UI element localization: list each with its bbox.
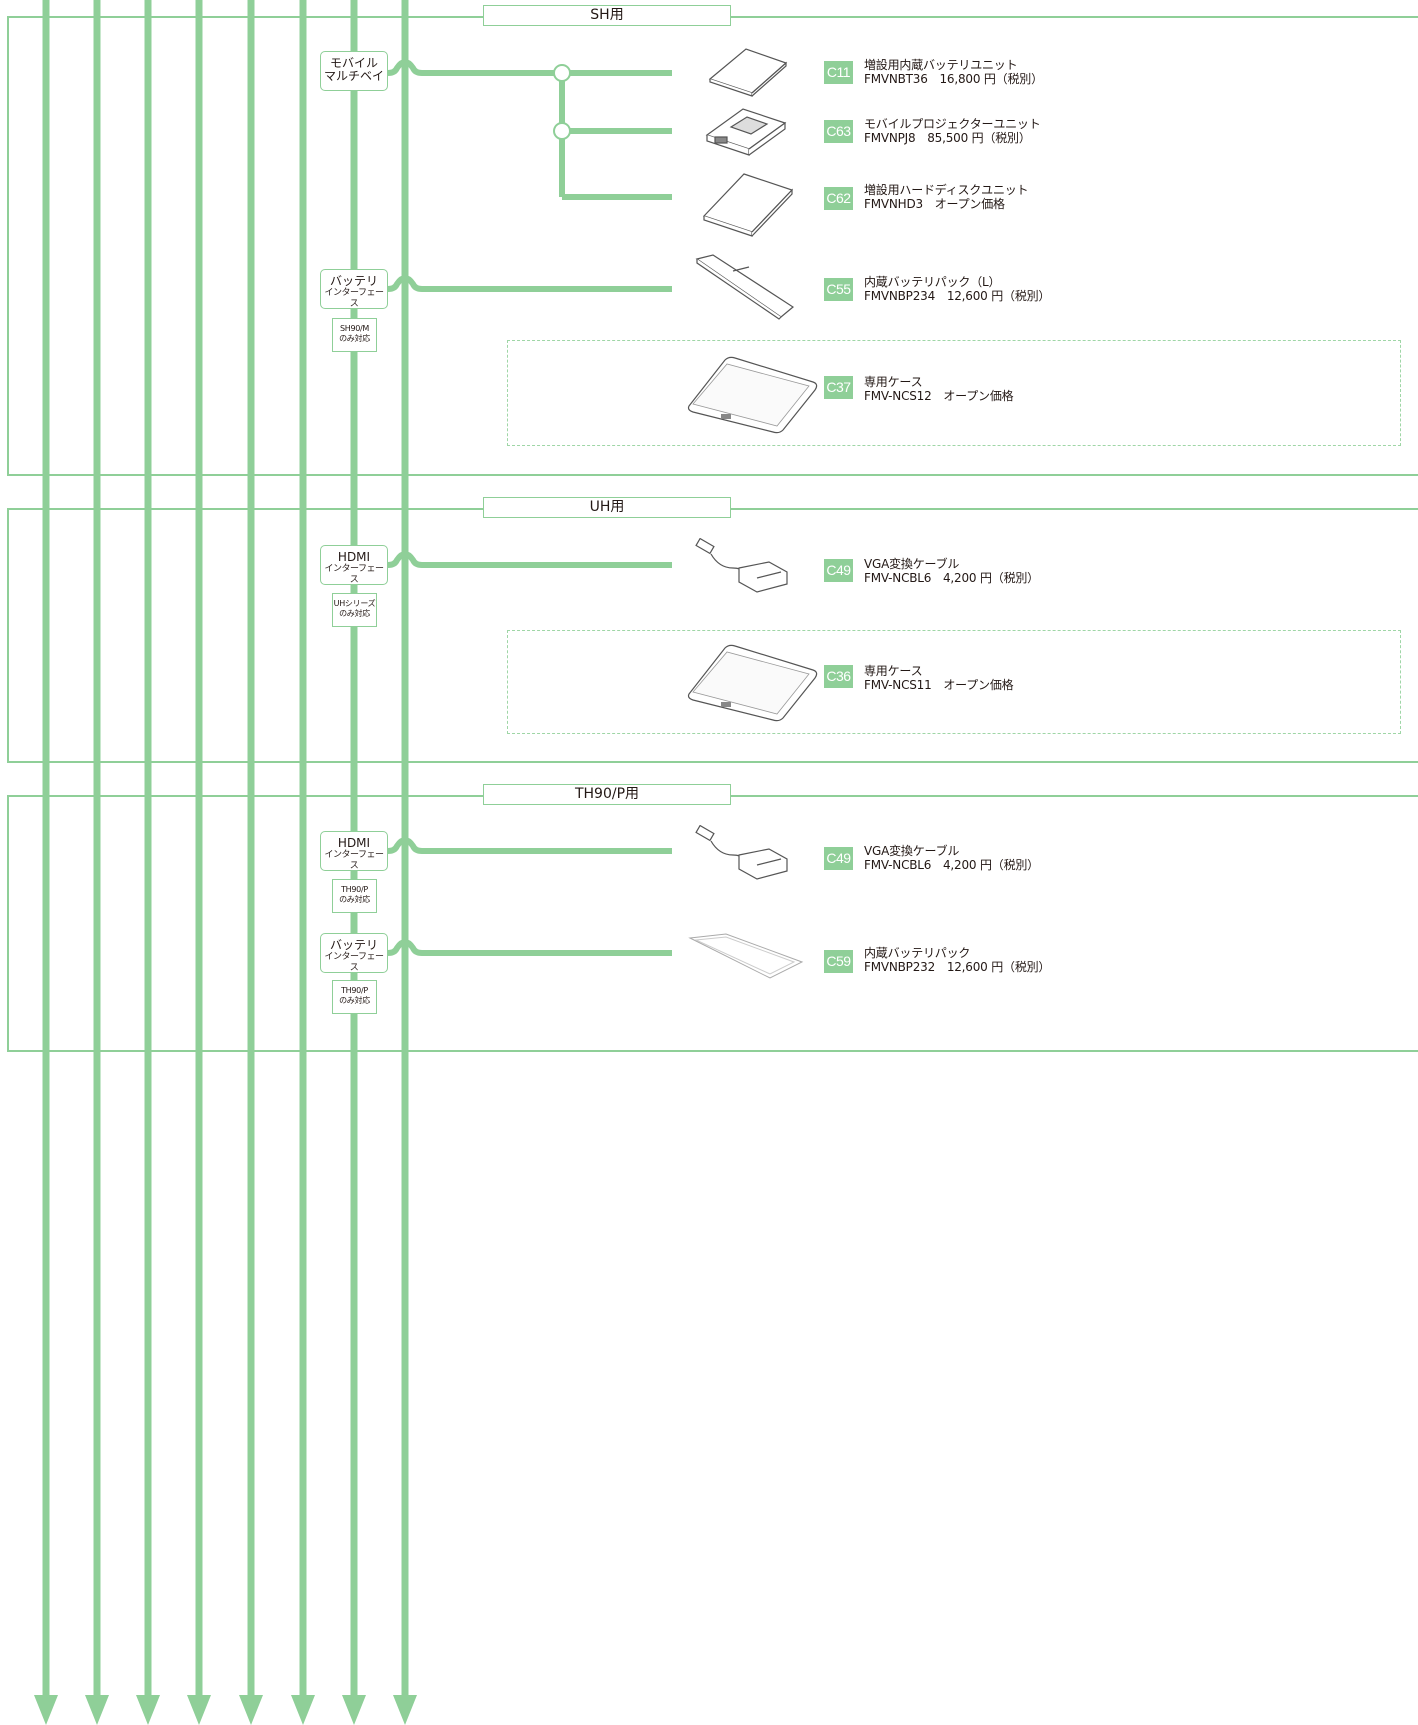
product-detail: FMV-NCBL6 4,200 円（税別） [864,858,1039,872]
vga-adapter-icon [693,538,791,596]
product-name: モバイルプロジェクターユニット [864,117,1041,131]
interface-mobile-multibay: モバイル マルチベイ [320,51,388,91]
product-detail: FMV-NCS12 オープン価格 [864,389,1013,403]
product-code-badge: C59 [824,950,853,973]
product-detail: FMVNBT36 16,800 円（税別） [864,72,1043,86]
bay-unit-icon [706,45,790,97]
product-code-badge: C63 [824,120,853,143]
note-uh-only: UHシリーズ のみ対応 [332,593,377,627]
note-label: TH90/P [341,885,368,894]
note-label: SH90/M [340,324,369,333]
product-info: 内蔵バッテリパック（L） FMVNBP234 12,600 円（税別） [864,275,1050,303]
product-info: 専用ケース FMV-NCS12 オープン価格 [864,375,1013,403]
product-detail: FMV-NCS11 オープン価格 [864,678,1013,692]
product-info: 増設用内蔵バッテリユニット FMVNBT36 16,800 円（税別） [864,58,1043,86]
product-detail: FMVNPJ8 85,500 円（税別） [864,131,1041,145]
interface-sublabel: インターフェース [321,850,387,872]
product-name: 専用ケース [864,664,1013,678]
product-code-badge: C62 [824,187,853,210]
product-name: VGA変換ケーブル [864,557,1039,571]
case-icon [683,354,823,436]
note-th90p-only: TH90/P のみ対応 [332,879,377,913]
interface-battery-sh: バッテリ インターフェース [320,269,388,309]
product-detail: FMV-NCBL6 4,200 円（税別） [864,571,1039,585]
battery-pack-icon [693,253,797,321]
interface-hdmi-uh: HDMI インターフェース [320,545,388,585]
arrow-heads [34,1695,417,1725]
product-code-badge: C49 [824,559,853,582]
interface-label: HDMI [338,836,370,850]
section-title-sh: SH用 [483,5,731,26]
product-detail: FMVNBP234 12,600 円（税別） [864,289,1050,303]
note-label: のみ対応 [339,609,370,618]
product-info: 専用ケース FMV-NCS11 オープン価格 [864,664,1013,692]
interface-label: バッテリ [330,938,378,952]
product-name: 専用ケース [864,375,1013,389]
interface-label: モバイル [330,56,378,70]
interface-sublabel: インターフェース [321,564,387,586]
section-title-th: TH90/P用 [483,784,731,805]
note-label: UHシリーズ [334,599,376,608]
product-name: 内蔵バッテリパック [864,946,1050,960]
note-label: TH90/P [341,986,368,995]
product-info: VGA変換ケーブル FMV-NCBL6 4,200 円（税別） [864,844,1039,872]
interface-label: バッテリ [330,274,378,288]
interface-sublabel: インターフェース [321,952,387,974]
note-label: のみ対応 [339,334,370,343]
interface-label: HDMI [338,550,370,564]
interface-battery-th: バッテリ インターフェース [320,933,388,973]
product-info: VGA変換ケーブル FMV-NCBL6 4,200 円（税別） [864,557,1039,585]
case-icon [683,642,823,724]
product-name: 増設用ハードディスクユニット [864,183,1028,197]
hdd-unit-icon [700,170,796,238]
note-th90p-only: TH90/P のみ対応 [332,980,377,1014]
product-code-badge: C36 [824,665,853,688]
interface-label: マルチベイ [324,69,384,83]
projector-unit-icon [701,105,791,157]
vga-adapter-icon [693,825,791,883]
interface-hdmi-th: HDMI インターフェース [320,831,388,871]
product-detail: FMVNBP232 12,600 円（税別） [864,960,1050,974]
flat-battery-icon [686,932,806,982]
product-name: VGA変換ケーブル [864,844,1039,858]
product-name: 増設用内蔵バッテリユニット [864,58,1043,72]
product-code-badge: C11 [824,61,853,84]
product-info: モバイルプロジェクターユニット FMVNPJ8 85,500 円（税別） [864,117,1041,145]
product-info: 内蔵バッテリパック FMVNBP232 12,600 円（税別） [864,946,1050,974]
product-code-badge: C55 [824,278,853,301]
note-label: のみ対応 [339,895,370,904]
product-detail: FMVNHD3 オープン価格 [864,197,1028,211]
product-info: 増設用ハードディスクユニット FMVNHD3 オープン価格 [864,183,1028,211]
product-code-badge: C49 [824,847,853,870]
note-sh90m-only: SH90/M のみ対応 [332,318,377,352]
note-label: のみ対応 [339,996,370,1005]
product-name: 内蔵バッテリパック（L） [864,275,1050,289]
interface-sublabel: インターフェース [321,288,387,310]
section-title-uh: UH用 [483,497,731,518]
product-code-badge: C37 [824,376,853,399]
